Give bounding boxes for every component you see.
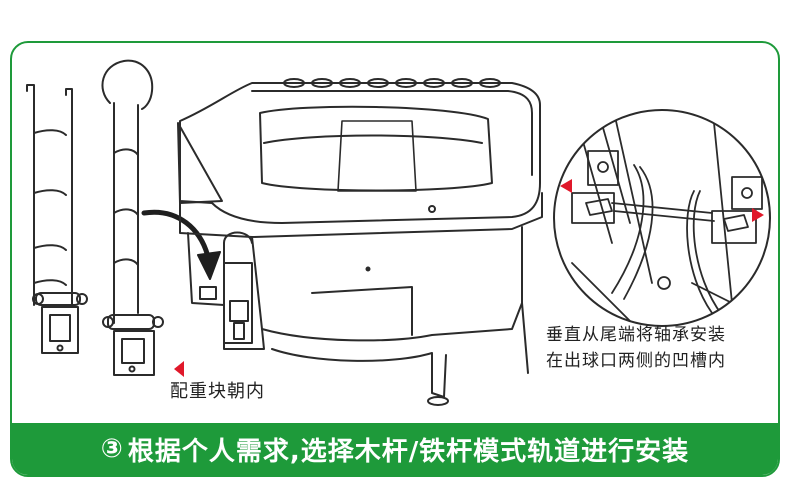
bearing-caption-line-1: 垂直从尾端将轴承安装 [546,325,726,345]
assembly-illustration [26,59,771,406]
step-title: 根据个人需求,选择木杆/铁杆模式轨道进行安装 [127,436,690,467]
weight-direction-caption: 配重块朝内 [170,381,265,402]
instruction-card: 配重块朝内 垂直从尾端将轴承安装 在出球口两侧的凹槽内 ③ 根据个人需求,选择木… [10,41,780,477]
weight-marker-icon [174,361,184,377]
detail-zoom-view [553,109,771,327]
ball-return-machine [177,78,543,406]
step-banner: ③ 根据个人需求,选择木杆/铁杆模式轨道进行安装 [12,423,778,475]
ladder-rail-hook [26,84,88,354]
bearing-caption-line-2: 在出球口两侧的凹槽内 [546,351,726,371]
ladder-rail-ring [101,59,164,376]
bearing-install-caption: 垂直从尾端将轴承安装 在出球口两侧的凹槽内 [546,322,726,374]
step-number: ③ [100,434,124,464]
arrow-icon [141,209,221,280]
